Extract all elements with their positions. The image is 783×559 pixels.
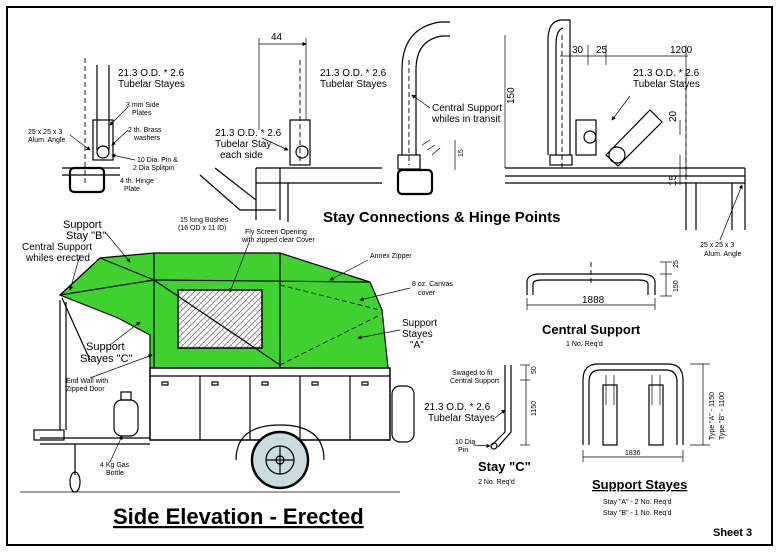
swaged-label: Swaged to fit bbox=[452, 370, 493, 377]
hinge-plate-label: 4 th. Hinge bbox=[120, 178, 154, 185]
tube-label-4b: Tubelar Stay bbox=[215, 139, 271, 150]
dim-1836: 1836 bbox=[625, 450, 641, 457]
dim-15: 15 bbox=[668, 174, 679, 186]
support-a-label-3: "A" bbox=[410, 340, 424, 351]
tube-label-3: 21.3 O.D. * 2.6 bbox=[633, 68, 700, 79]
central-erected-label: Central Support bbox=[22, 242, 92, 253]
tube-label-3b: Tubelar Stayes bbox=[633, 79, 700, 90]
pin-label: 10 Dia. Pin & bbox=[137, 157, 178, 164]
stay-a-req: Stay "A" - 2 No. Req'd bbox=[603, 499, 672, 506]
stay-c-detail bbox=[472, 364, 530, 450]
support-a-label: Support bbox=[402, 318, 437, 329]
dim-25: 25 bbox=[596, 45, 608, 56]
support-b-label: Support bbox=[63, 219, 102, 231]
side-plates-label-2: Plates bbox=[132, 110, 152, 117]
dim-25b: 25 bbox=[673, 260, 680, 268]
canvas-label-2: cover bbox=[418, 290, 436, 297]
fly-screen-window bbox=[177, 289, 263, 349]
tube-label-1b: Tubelar Stayes bbox=[118, 79, 185, 90]
stay-c-title: Stay "C" bbox=[478, 459, 531, 474]
canvas-label: 8 oz. Canvas bbox=[412, 281, 453, 288]
stay-connections-title: Stay Connections & Hinge Points bbox=[323, 209, 561, 226]
central-transit-label: Central Support bbox=[432, 103, 502, 114]
hinge-plate-label-2: Plate. bbox=[124, 186, 142, 193]
dim-30: 30 bbox=[572, 45, 584, 56]
angle-label-1b: Alum. Angle bbox=[28, 137, 65, 144]
dim-150b: 150 bbox=[673, 280, 680, 292]
dim-15-small: 15 bbox=[458, 149, 465, 157]
support-stayes-detail bbox=[582, 363, 710, 462]
central-support-req: 1 No. Req'd bbox=[566, 341, 603, 348]
main-title: Side Elevation - Erected bbox=[113, 504, 364, 529]
dim-1150: 1150 bbox=[531, 401, 538, 416]
support-c-label: Support bbox=[86, 341, 125, 353]
support-c-label-2: Stayes "C" bbox=[80, 353, 133, 365]
stay-b-req: Stay "B" - 1 No. Req'd bbox=[603, 510, 672, 517]
trailer-elevation bbox=[20, 231, 415, 493]
dim-44: 44 bbox=[271, 32, 283, 43]
hinge-detail-right bbox=[504, 19, 746, 241]
sheet-number: Sheet 3 bbox=[713, 527, 752, 539]
fly-screen-label-2: with zipped clear Cover bbox=[241, 237, 315, 244]
gas-bottle bbox=[113, 399, 139, 437]
dim-1200: 1200 bbox=[670, 45, 693, 56]
tube-label-5: 21.3 O.D. * 2.6 bbox=[424, 402, 491, 413]
trailer-body bbox=[149, 367, 391, 441]
type-a-dim: Type "A" - 1150 bbox=[709, 392, 716, 440]
dim-20: 20 bbox=[668, 110, 679, 122]
dim-1888: 1888 bbox=[582, 295, 605, 306]
support-b-label-2: Stay "B" bbox=[66, 230, 106, 242]
tube-label-5b: Tubelar Stayes bbox=[428, 413, 495, 424]
end-wall-label: End Wall with bbox=[66, 378, 108, 385]
fly-screen-label: Fly Screen Opening bbox=[245, 229, 307, 236]
pin-10-label-2: Pin bbox=[458, 447, 468, 454]
central-support-title: Central Support bbox=[542, 322, 641, 337]
tube-label-2: 21.3 O.D. * 2.6 bbox=[320, 68, 387, 79]
bushes-label: 15 long Bushes bbox=[180, 217, 229, 224]
angle-label-2: 25 x 25 x 3 bbox=[700, 242, 734, 249]
stay-detail bbox=[199, 38, 382, 222]
annex-zipper-label: Annex Zipper bbox=[370, 253, 412, 260]
central-support-detail bbox=[526, 261, 672, 310]
brass-washer-label-2: washers bbox=[133, 135, 161, 142]
brass-washer-label: 2 th. Brass bbox=[128, 127, 162, 134]
side-plates-label: 3 mm Side bbox=[126, 102, 160, 109]
dim-150: 150 bbox=[506, 87, 517, 104]
tube-label-4c: each side bbox=[220, 150, 263, 161]
gas-bottle-label: 4 Kg Gas bbox=[100, 462, 130, 469]
end-wall-label-2: Zipped Door bbox=[66, 386, 105, 393]
swaged-label-2: Central Support bbox=[450, 378, 499, 385]
angle-label-1: 25 x 25 x 3 bbox=[28, 129, 62, 136]
support-stayes-title: Support Stayes bbox=[592, 477, 687, 492]
central-support-transit bbox=[396, 21, 456, 196]
pin-label-2: 2 Dia Splitpin bbox=[133, 165, 174, 172]
dim-50: 50 bbox=[531, 366, 538, 374]
stay-c-req: 2 No. Req'd bbox=[478, 479, 515, 486]
tube-label-1: 21.3 O.D. * 2.6 bbox=[118, 68, 185, 79]
angle-label-2b: Alum. Angle bbox=[704, 251, 741, 258]
type-b-dim: Type "B" - 1100 bbox=[719, 392, 726, 440]
hinge-detail-left bbox=[62, 58, 136, 194]
gas-bottle-label-2: Bottle bbox=[106, 470, 124, 477]
pin-10-label: 10 Dia bbox=[455, 439, 475, 446]
bushes-label-2: (16 OD x 11 ID) bbox=[178, 225, 227, 232]
tube-label-2b: Tubelar Stayes bbox=[320, 79, 387, 90]
central-erected-label-2: whiles erected bbox=[25, 253, 90, 264]
tube-label-4: 21.3 O.D. * 2.6 bbox=[215, 128, 282, 139]
central-transit-label-2: whiles in transit bbox=[431, 114, 501, 125]
support-a-label-2: Stayes bbox=[402, 329, 433, 340]
